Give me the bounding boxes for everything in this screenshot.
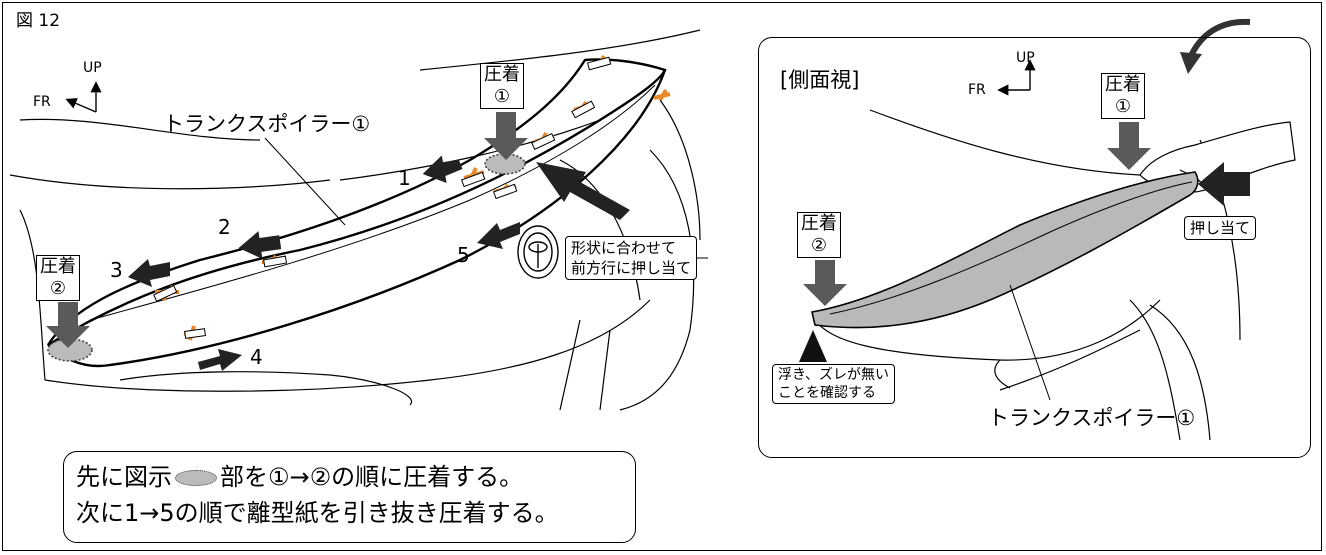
up-label-side: UP	[1016, 50, 1035, 66]
main-spoiler	[46, 58, 667, 368]
instruction-line-2: 次に1→5の順で離型紙を引き抜き圧着する。	[76, 499, 559, 527]
orientation-main	[65, 81, 102, 113]
check-callout: 浮き、ズレが無いことを確認する	[772, 364, 896, 404]
emblem	[517, 225, 559, 279]
side-spoiler	[811, 171, 1199, 329]
step-arrows	[128, 155, 630, 371]
release-papers	[153, 56, 612, 339]
figure-label: 図 12	[16, 11, 61, 31]
fit-callout: 形状に合わせて前方行に押し当て	[565, 236, 698, 280]
step-number-1: 1	[398, 166, 411, 190]
step-number-4: 4	[250, 345, 263, 369]
instruction-line-1: 先に図示部を①→②の順に圧着する。	[76, 463, 524, 491]
side-view-inset	[758, 37, 1311, 458]
side-car-body	[814, 109, 1241, 441]
spoiler-label-side: トランクスポイラー①	[988, 406, 1196, 430]
instruction-box: 先に図示部を①→②の順に圧着する。 次に1→5の順で離型紙を引き抜き圧着する。	[63, 451, 636, 543]
press-area-icon	[175, 470, 217, 486]
rotate-arrow	[1187, 18, 1251, 60]
check-pointer	[799, 330, 827, 362]
push-arrow	[1198, 162, 1250, 206]
step-number-2: 2	[218, 215, 231, 239]
orientation-side	[997, 59, 1036, 96]
fr-label-main: FR	[33, 94, 51, 110]
press-area-2-oval	[47, 338, 93, 362]
side-view-title: [側面視]	[780, 68, 860, 92]
main-car-body	[9, 29, 701, 411]
fr-label-side: FR	[968, 82, 986, 98]
step-number-5: 5	[457, 243, 470, 267]
spoiler-label-main: トランクスポイラー①	[163, 112, 371, 136]
push-callout: 押し当て	[1184, 216, 1257, 240]
press-arrows-side	[803, 122, 1151, 306]
up-label-main: UP	[83, 60, 102, 76]
press-arrows-main	[46, 112, 528, 348]
step-number-3: 3	[110, 258, 123, 282]
